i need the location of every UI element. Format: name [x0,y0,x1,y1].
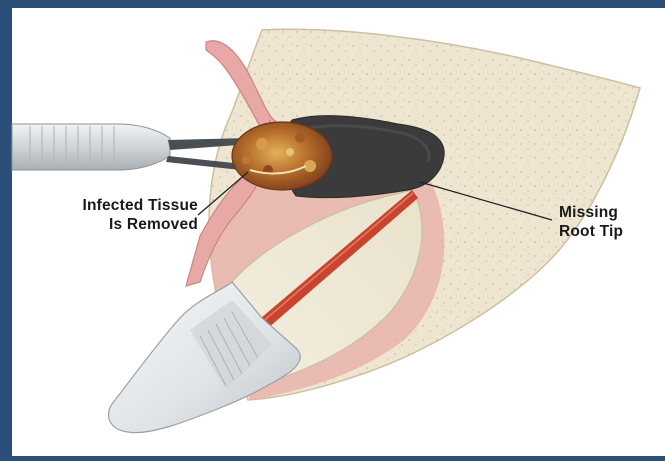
label-infected-tissue: Infected Tissue Is Removed [26,196,198,234]
label-infected-tissue-line2: Is Removed [26,215,198,234]
label-missing-root-tip-line1: Missing [559,203,659,222]
infected-tissue [232,122,332,190]
label-missing-root-tip: Missing Root Tip [559,203,659,241]
label-missing-root-tip-line2: Root Tip [559,222,659,241]
label-infected-tissue-line1: Infected Tissue [26,196,198,215]
